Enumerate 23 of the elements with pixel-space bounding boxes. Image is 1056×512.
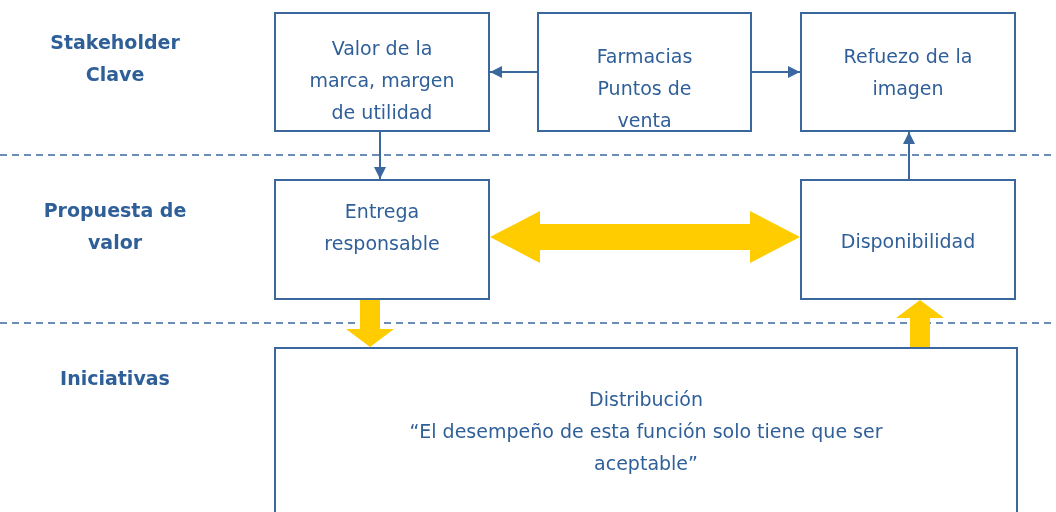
box-text: Entrega responsable [323,199,441,256]
process-box [800,12,1016,132]
process-box [537,12,752,132]
row-label: Iniciativas [59,366,171,391]
row-label: Propuesta de valor [42,198,188,255]
arrow [903,131,915,180]
row-label: Stakeholder Clave [49,30,181,87]
box-text: Disponibilidad [840,229,976,254]
block-arrow [346,300,394,347]
block-arrow [490,211,800,263]
arrow [489,66,538,78]
box-text: Valor de la marca, margen de utilidad [308,36,456,125]
arrow [374,131,386,180]
process-box [274,179,490,300]
process-box [274,347,1018,512]
block-arrow [896,300,944,347]
arrow [751,66,801,78]
box-text: Refuezo de la imagen [842,44,974,101]
box-text: Distribución [589,387,703,412]
box-note: “El desempeño de esta función solo tiene que ser aceptable” [408,419,884,476]
process-box [274,12,490,132]
process-box [800,179,1016,300]
box-text: Farmacias Puntos de venta [595,44,694,133]
